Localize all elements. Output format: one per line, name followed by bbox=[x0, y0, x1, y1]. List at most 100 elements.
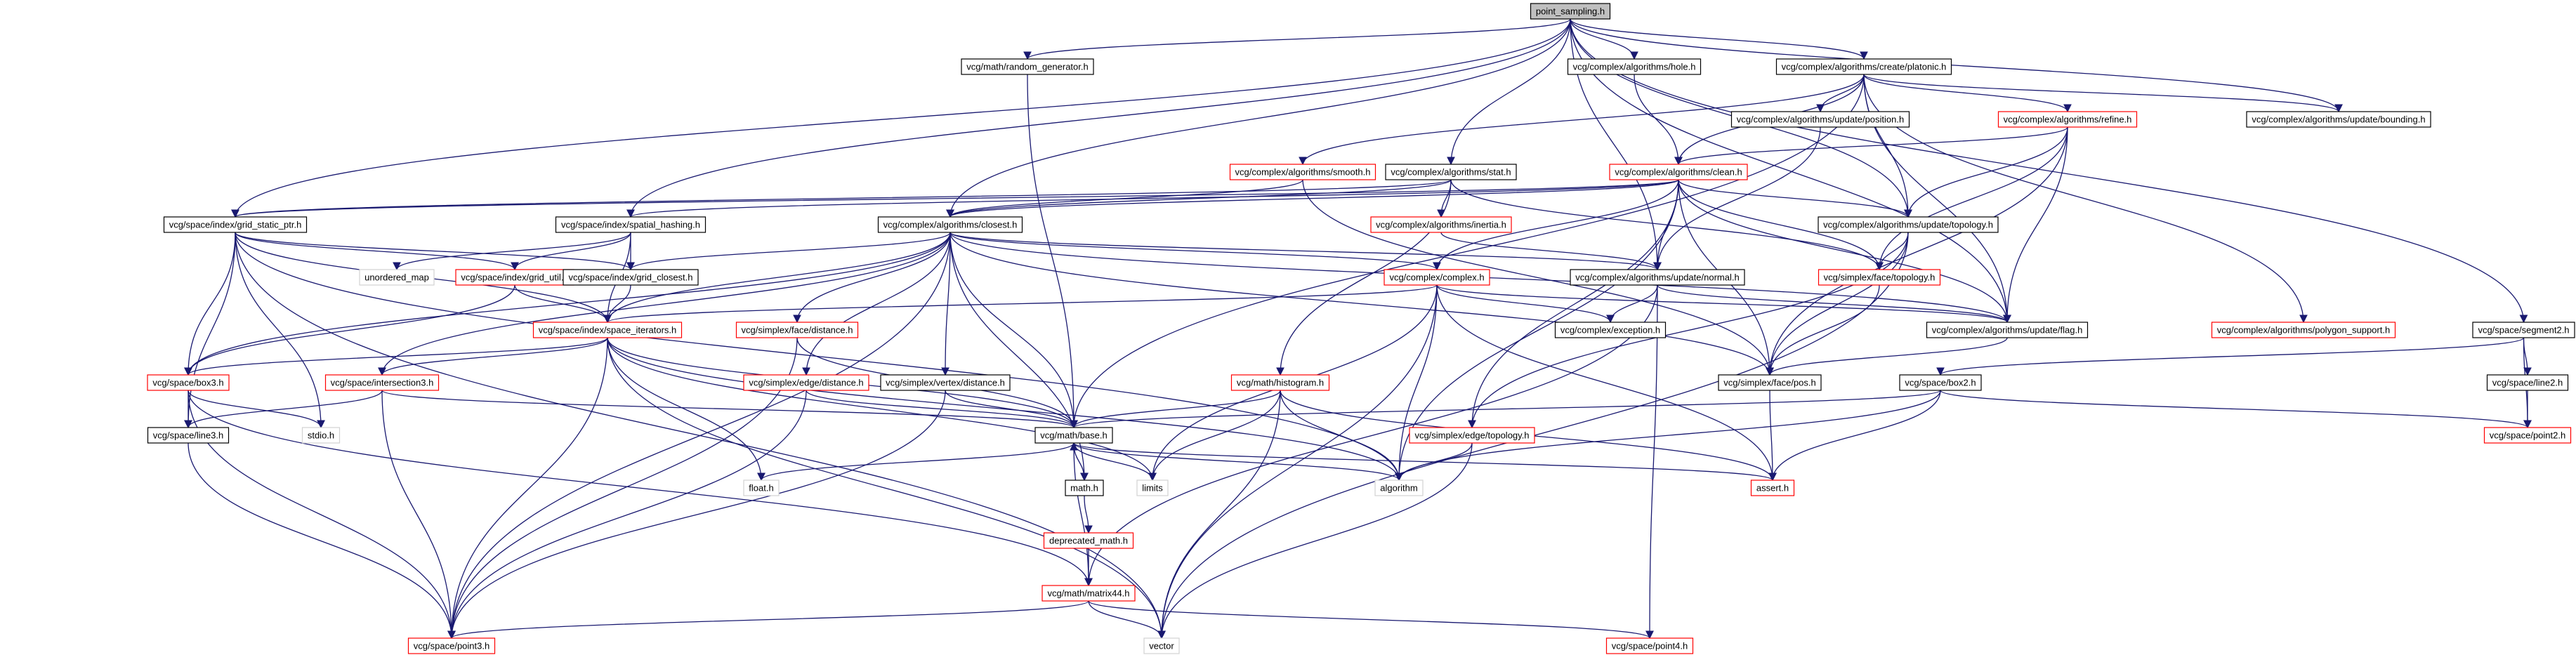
node-label-inertia: vcg/complex/algorithms/inertia.h bbox=[1376, 220, 1506, 230]
edge-stat-to-face_topology bbox=[1450, 179, 1884, 271]
node-box-histogram bbox=[1230, 374, 1330, 391]
node-box-assert bbox=[1750, 479, 1795, 496]
edge-complex-to-space_iterators bbox=[603, 284, 1438, 324]
edge-update_normal-to-update_flag bbox=[1657, 284, 2011, 324]
node-grid_closest[interactable]: vcg/space/index/grid_closest.h bbox=[563, 269, 699, 286]
node-clean[interactable]: vcg/complex/algorithms/clean.h bbox=[1609, 164, 1748, 180]
node-line2[interactable]: vcg/space/line2.h bbox=[2486, 374, 2569, 391]
node-update_topology[interactable]: vcg/complex/algorithms/update/topology.h bbox=[1818, 216, 1999, 233]
edge-clean-to-face_topology bbox=[1678, 179, 1884, 271]
node-box-spatial_hashing bbox=[555, 216, 707, 233]
node-grid_static_ptr[interactable]: vcg/space/index/grid_static_ptr.h bbox=[163, 216, 308, 233]
node-box-point_sampling bbox=[1530, 3, 1611, 20]
node-box-closest bbox=[877, 216, 1023, 233]
node-box-update_flag bbox=[1926, 322, 2089, 338]
node-box-complex bbox=[1384, 269, 1490, 286]
edge-line3-to-point3 bbox=[188, 442, 456, 640]
node-complex[interactable]: vcg/complex/complex.h bbox=[1384, 269, 1490, 286]
node-face_topology[interactable]: vcg/simplex/face/topology.h bbox=[1818, 269, 1941, 286]
node-box-space_iterators bbox=[532, 322, 683, 338]
node-grid_util[interactable]: vcg/space/index/grid_util.h bbox=[455, 269, 574, 286]
edge-face_distance-to-point3 bbox=[447, 337, 798, 640]
node-smooth[interactable]: vcg/complex/algorithms/smooth.h bbox=[1229, 164, 1376, 180]
edge-math_base-to-assert bbox=[1073, 442, 1777, 482]
node-limits: limits bbox=[1136, 479, 1169, 496]
node-stat[interactable]: vcg/complex/algorithms/stat.h bbox=[1385, 164, 1517, 180]
node-label-math_h: math.h bbox=[1070, 483, 1098, 494]
node-face_distance[interactable]: vcg/simplex/face/distance.h bbox=[735, 322, 859, 338]
edge-face_topology-to-face_pos bbox=[1766, 284, 1880, 376]
node-update_flag[interactable]: vcg/complex/algorithms/update/flag.h bbox=[1926, 322, 2089, 338]
node-closest[interactable]: vcg/complex/algorithms/closest.h bbox=[877, 216, 1023, 233]
node-exception[interactable]: vcg/complex/exception.h bbox=[1554, 322, 1667, 338]
edge-refine-to-face_pos bbox=[1766, 126, 2068, 376]
node-hole[interactable]: vcg/complex/algorithms/hole.h bbox=[1567, 58, 1702, 75]
node-refine[interactable]: vcg/complex/algorithms/refine.h bbox=[1997, 111, 2138, 128]
edge-face_pos-to-assert bbox=[1768, 390, 1777, 482]
node-box3[interactable]: vcg/space/box3.h bbox=[147, 374, 230, 391]
edge-space_iterators-to-float bbox=[607, 337, 765, 482]
edge-clean-to-update_topology bbox=[1678, 179, 1912, 218]
node-segment2[interactable]: vcg/space/segment2.h bbox=[2472, 322, 2575, 338]
node-point3[interactable]: vcg/space/point3.h bbox=[407, 637, 496, 654]
edge-smooth-to-face_pos bbox=[1302, 179, 1774, 376]
node-face_pos[interactable]: vcg/simplex/face/pos.h bbox=[1718, 374, 1822, 391]
edge-closest-to-box3 bbox=[184, 232, 951, 376]
node-edge_distance[interactable]: vcg/simplex/edge/distance.h bbox=[743, 374, 869, 391]
node-label-spatial_hashing: vcg/space/index/spatial_hashing.h bbox=[561, 220, 700, 230]
node-polygon_support[interactable]: vcg/complex/algorithms/polygon_support.h bbox=[2211, 322, 2396, 338]
node-assert[interactable]: assert.h bbox=[1750, 479, 1795, 496]
edge-box3-to-stdio bbox=[188, 390, 325, 429]
edge-histogram-to-algorithm bbox=[1280, 390, 1403, 482]
edge-clean-to-edge_topology bbox=[1468, 179, 1679, 429]
edge-space_iterators-to-algorithm bbox=[607, 337, 1403, 482]
node-point4[interactable]: vcg/space/point4.h bbox=[1605, 637, 1694, 654]
node-point_sampling[interactable]: point_sampling.h bbox=[1530, 3, 1611, 20]
edge-stat-to-histogram bbox=[1276, 179, 1452, 376]
node-matrix44[interactable]: vcg/math/matrix44.h bbox=[1041, 585, 1136, 602]
node-vertex_distance[interactable]: vcg/simplex/vertex/distance.h bbox=[880, 374, 1011, 391]
node-random_generator[interactable]: vcg/math/random_generator.h bbox=[961, 58, 1094, 75]
edge-complex-to-vector bbox=[1157, 284, 1438, 640]
node-label-math_base: vcg/math/base.h bbox=[1040, 430, 1107, 441]
edge-grid_closest-to-space_iterators bbox=[603, 284, 631, 324]
edge-space_iterators-to-point3 bbox=[447, 337, 608, 640]
node-box-smooth bbox=[1229, 164, 1376, 180]
node-math_h[interactable]: math.h bbox=[1065, 479, 1104, 496]
node-edge_topology[interactable]: vcg/simplex/edge/topology.h bbox=[1409, 427, 1535, 444]
edge-intersection3-to-math_base bbox=[381, 390, 1078, 429]
node-line3[interactable]: vcg/space/line3.h bbox=[147, 427, 230, 444]
node-box-point4 bbox=[1605, 637, 1694, 654]
node-space_iterators[interactable]: vcg/space/index/space_iterators.h bbox=[532, 322, 683, 338]
node-box-refine bbox=[1997, 111, 2138, 128]
node-label-point2: vcg/space/point2.h bbox=[2490, 430, 2565, 441]
node-label-box3: vcg/space/box3.h bbox=[152, 378, 223, 388]
node-box-point3 bbox=[407, 637, 496, 654]
node-histogram[interactable]: vcg/math/histogram.h bbox=[1230, 374, 1330, 391]
edge-clean-to-complex bbox=[1433, 179, 1679, 271]
node-update_position[interactable]: vcg/complex/algorithms/update/position.h bbox=[1730, 111, 1910, 128]
node-point2[interactable]: vcg/space/point2.h bbox=[2483, 427, 2572, 444]
node-label-vector: vector bbox=[1149, 641, 1174, 651]
node-label-smooth: vcg/complex/algorithms/smooth.h bbox=[1235, 167, 1371, 178]
node-label-stat: vcg/complex/algorithms/stat.h bbox=[1391, 167, 1511, 178]
edge-point_sampling-to-update_bounding bbox=[1570, 18, 2343, 113]
node-box-matrix44 bbox=[1041, 585, 1136, 602]
edge-matrix44-to-math_base bbox=[1070, 442, 1089, 586]
node-intersection3[interactable]: vcg/space/intersection3.h bbox=[324, 374, 440, 391]
node-platonic[interactable]: vcg/complex/algorithms/create/platonic.h bbox=[1775, 58, 1952, 75]
node-update_normal[interactable]: vcg/complex/algorithms/update/normal.h bbox=[1570, 269, 1745, 286]
node-deprecated_math[interactable]: deprecated_math.h bbox=[1043, 532, 1134, 549]
edge-histogram-to-vector bbox=[1157, 390, 1281, 640]
edge-point_sampling-to-grid_static_ptr bbox=[231, 18, 1571, 218]
node-box-face_distance bbox=[735, 322, 859, 338]
edge-clean-to-spatial_hashing bbox=[626, 179, 1679, 218]
node-spatial_hashing[interactable]: vcg/space/index/spatial_hashing.h bbox=[555, 216, 707, 233]
node-update_bounding[interactable]: vcg/complex/algorithms/update/bounding.h bbox=[2246, 111, 2431, 128]
node-box-hole bbox=[1567, 58, 1702, 75]
node-math_base[interactable]: vcg/math/base.h bbox=[1034, 427, 1113, 444]
node-inertia[interactable]: vcg/complex/algorithms/inertia.h bbox=[1370, 216, 1512, 233]
node-label-float: float.h bbox=[749, 483, 773, 494]
node-box-algorithm bbox=[1374, 479, 1424, 496]
node-box2[interactable]: vcg/space/box2.h bbox=[1899, 374, 1982, 391]
